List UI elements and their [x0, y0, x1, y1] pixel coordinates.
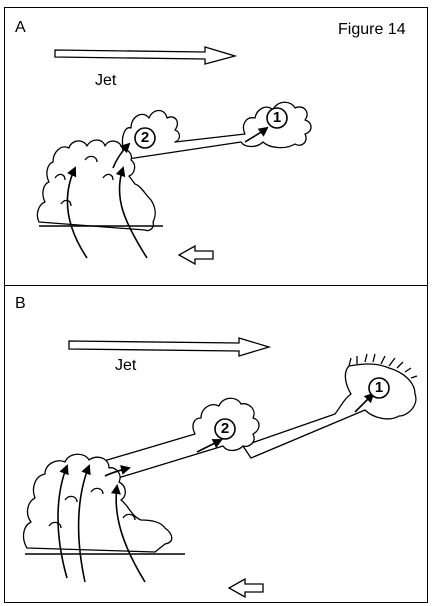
inflow-arrow [179, 246, 213, 264]
jet-arrow [55, 47, 235, 64]
panel-a-drawing [5, 8, 426, 285]
marker-1-label: 1 [371, 380, 387, 395]
jet-arrow [69, 338, 269, 356]
panel-b-drawing [5, 286, 426, 601]
marker-2-label: 2 [137, 130, 153, 145]
anvil-plume-upper [243, 354, 417, 458]
panel-a: A Figure 14 Jet [4, 7, 428, 287]
inflow-arrow [229, 579, 263, 597]
marker-2-label: 2 [217, 421, 233, 436]
panel-b: B Jet [4, 285, 428, 603]
marker-1-label: 1 [269, 110, 285, 125]
